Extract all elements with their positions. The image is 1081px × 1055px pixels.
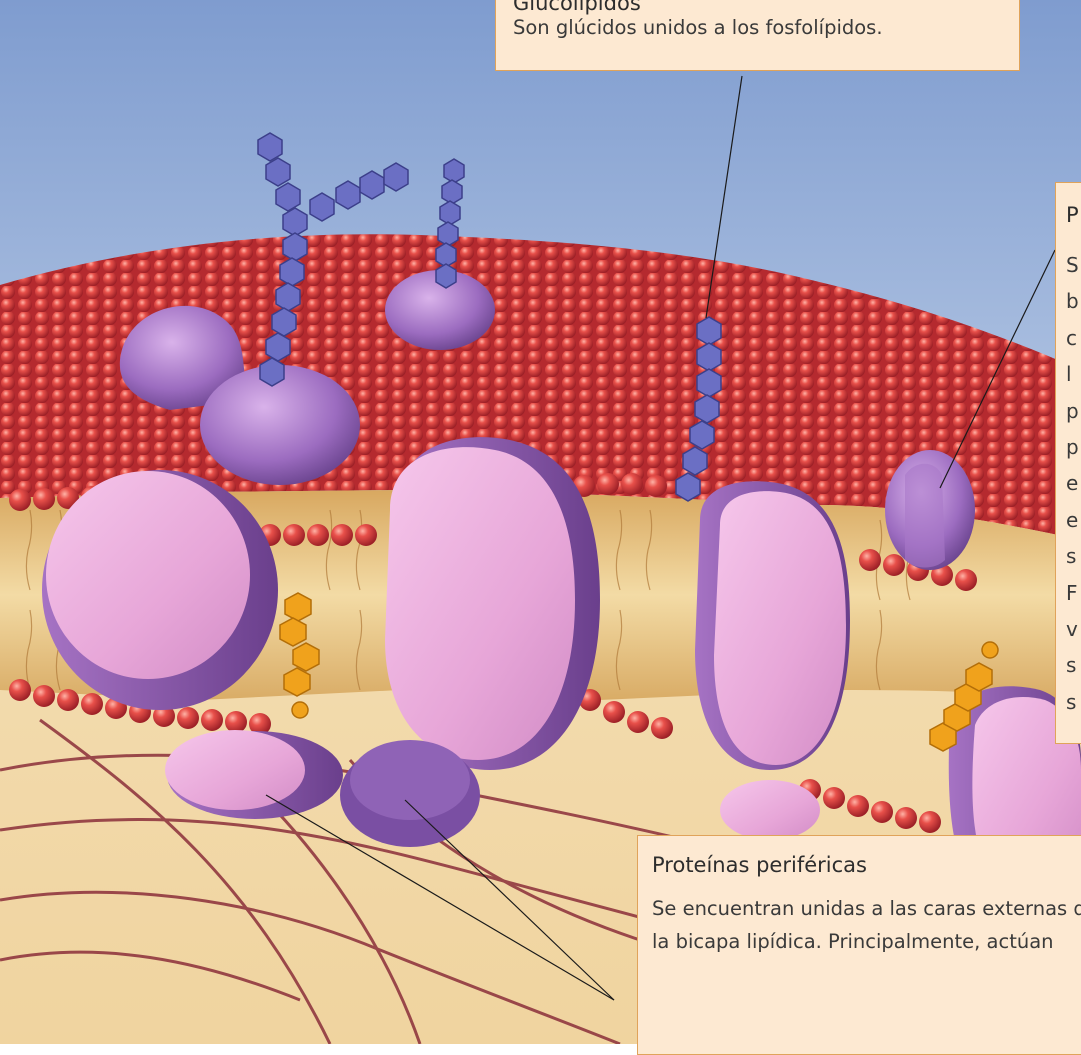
callout-integral-line: s (1066, 647, 1081, 683)
callout-integral-body: S b c l p p e e s F v s s (1066, 247, 1081, 720)
integral-protein-center (385, 437, 600, 770)
callout-peripheral-proteins: Proteínas periféricas Se encuentran unid… (637, 835, 1081, 1055)
callout-integral-line: l (1066, 356, 1081, 392)
callout-integral-line: S (1066, 247, 1081, 283)
callout-integral-line: c (1066, 320, 1081, 356)
callout-integral-line: p (1066, 393, 1081, 429)
callout-integral-line: b (1066, 283, 1081, 319)
callout-integral-proteins: P S b c l p p e e s F v s s (1055, 182, 1081, 744)
callout-glycolipids: Glucolípidos Son glúcidos unidos a los f… (495, 0, 1020, 71)
callout-integral-line: s (1066, 684, 1081, 720)
callout-integral-line: F (1066, 575, 1081, 611)
integral-protein-left (42, 470, 278, 710)
callout-integral-line: v (1066, 611, 1081, 647)
callout-integral-title: P (1066, 203, 1079, 227)
callout-integral-line: s (1066, 538, 1081, 574)
callout-peripheral-title: Proteínas periféricas (652, 853, 867, 877)
callout-integral-line: p (1066, 429, 1081, 465)
callout-peripheral-body: Se encuentran unidas a las caras externa… (652, 892, 1081, 958)
callout-integral-line: e (1066, 502, 1081, 538)
callout-glycolipids-body: Son glúcidos unidos a los fosfolípidos. (513, 12, 883, 43)
callout-integral-line: e (1066, 465, 1081, 501)
